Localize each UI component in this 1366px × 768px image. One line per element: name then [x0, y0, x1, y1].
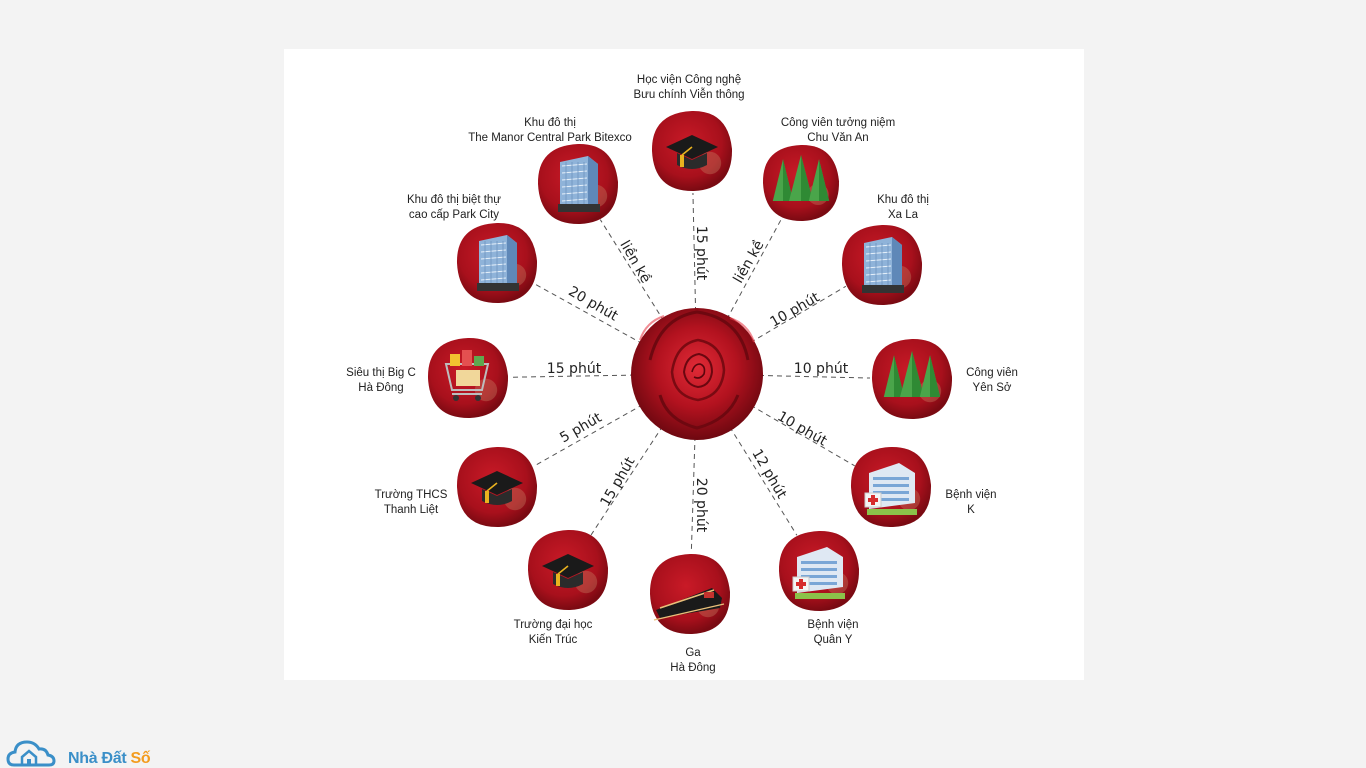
- destination-petal: [778, 530, 860, 612]
- destination-petal: [762, 144, 840, 222]
- destination-petal: [537, 143, 619, 225]
- destination-label-line: Bệnh viện: [945, 489, 997, 501]
- destination-petal: [527, 529, 609, 611]
- connector-lines: [509, 192, 871, 553]
- distance-label: 15 phút: [597, 454, 638, 510]
- destination-label-line: Xa La: [887, 209, 919, 221]
- building-icon: [558, 156, 600, 212]
- distance-label: 15 phút: [547, 361, 602, 377]
- destination-label-line: Ga: [685, 647, 701, 659]
- connector-line: [690, 435, 696, 553]
- destination-label-line: Khu đô thị: [877, 194, 929, 206]
- distance-label: 10 phút: [774, 408, 830, 449]
- distance-label: liền kề: [616, 237, 654, 286]
- shopping-cart-icon: [444, 350, 490, 401]
- destination-label-line: K: [967, 504, 975, 516]
- distance-label: 10 phút: [794, 361, 849, 377]
- destination-label-line: The Manor Central Park Bitexco: [468, 132, 632, 144]
- destination-petal: [850, 446, 932, 528]
- destination-label-line: Công viên tưởng niệm: [780, 117, 896, 129]
- train-icon: [653, 588, 725, 621]
- destination-label-line: Bệnh viện: [807, 619, 859, 631]
- hospital-icon: [864, 463, 917, 515]
- destination-label-line: Trường THCS: [374, 489, 448, 501]
- destination-label-line: cao cấp Park City: [408, 209, 500, 221]
- building-icon: [477, 235, 519, 291]
- building-icon: [862, 237, 904, 293]
- distance-label: 12 phút: [748, 446, 789, 502]
- connector-line: [750, 404, 855, 467]
- destination-label-line: Chu Văn An: [807, 132, 869, 144]
- graduation-cap-icon: [666, 135, 718, 169]
- destination-petal: [456, 446, 538, 528]
- trees-icon: [772, 155, 830, 201]
- logo-name: Nhà Đất: [68, 750, 127, 767]
- logo-accent: Số: [130, 750, 151, 767]
- distance-label: 10 phút: [767, 289, 823, 330]
- destination-petals: [427, 110, 953, 635]
- destination-petal: [651, 110, 733, 192]
- destination-petal: [871, 338, 953, 420]
- destination-label-line: Thanh Liệt: [383, 504, 439, 516]
- connector-line: [599, 219, 665, 322]
- connector-line: [729, 426, 798, 536]
- destination-label-line: Kiến Trúc: [528, 634, 578, 646]
- destination-label-line: Quân Y: [813, 634, 853, 646]
- destination-petal: [841, 224, 923, 306]
- rose-center: [631, 308, 763, 440]
- hospital-icon: [792, 547, 845, 599]
- destination-label-line: Hà Đông: [670, 662, 716, 674]
- logo-cloud-icon: [6, 740, 56, 767]
- connector-line: [509, 374, 636, 378]
- connector-line: [590, 425, 664, 536]
- destination-label-line: Siêu thị Big C: [346, 367, 416, 379]
- destination-label-line: Bưu chính Viễn thông: [633, 89, 745, 101]
- destination-label-thanh-liet: Trường THCS Thanh Liệt: [375, 488, 448, 518]
- connector-line: [692, 192, 697, 313]
- destination-label-line: Học viện Công nghệ: [636, 74, 742, 86]
- distance-label: 20 phút: [565, 283, 621, 324]
- graduation-cap-icon: [471, 471, 523, 505]
- destination-label-line: Yên Sở: [972, 382, 1012, 394]
- destination-label-line: Khu đô thị biệt thự: [406, 194, 502, 206]
- distance-label: 15 phút: [693, 226, 709, 281]
- distance-label: 5 phút: [557, 409, 605, 446]
- destination-label-line: Trường đại học: [513, 619, 593, 631]
- destination-petal: [649, 553, 731, 635]
- destination-label-ga-ha-dong: Ga Hà Đông: [670, 646, 715, 676]
- destination-label-line: Khu đô thị: [524, 117, 576, 129]
- connector-line: [758, 374, 871, 379]
- destination-label-line: Công viên: [966, 367, 1018, 379]
- trees-icon: [883, 351, 941, 397]
- logo-text: Nhà Đất Số: [68, 750, 151, 768]
- connector-line: [533, 404, 644, 467]
- distance-label: 20 phút: [693, 478, 709, 533]
- destination-petal: [427, 337, 509, 419]
- connector-line: [750, 285, 847, 343]
- connector-line: [533, 282, 644, 345]
- connector-line: [726, 217, 783, 320]
- destination-label-xa-la: Khu đô thị Xa La: [877, 193, 929, 223]
- destination-label-line: Hà Đông: [358, 382, 404, 394]
- destination-label-big-c: Siêu thị Big C Hà Đông: [346, 366, 416, 396]
- graduation-cap-icon: [542, 554, 594, 588]
- destination-petal: [456, 222, 538, 304]
- destination-label-park-city: Khu đô thị biệt thự cao cấp Park City: [407, 193, 501, 223]
